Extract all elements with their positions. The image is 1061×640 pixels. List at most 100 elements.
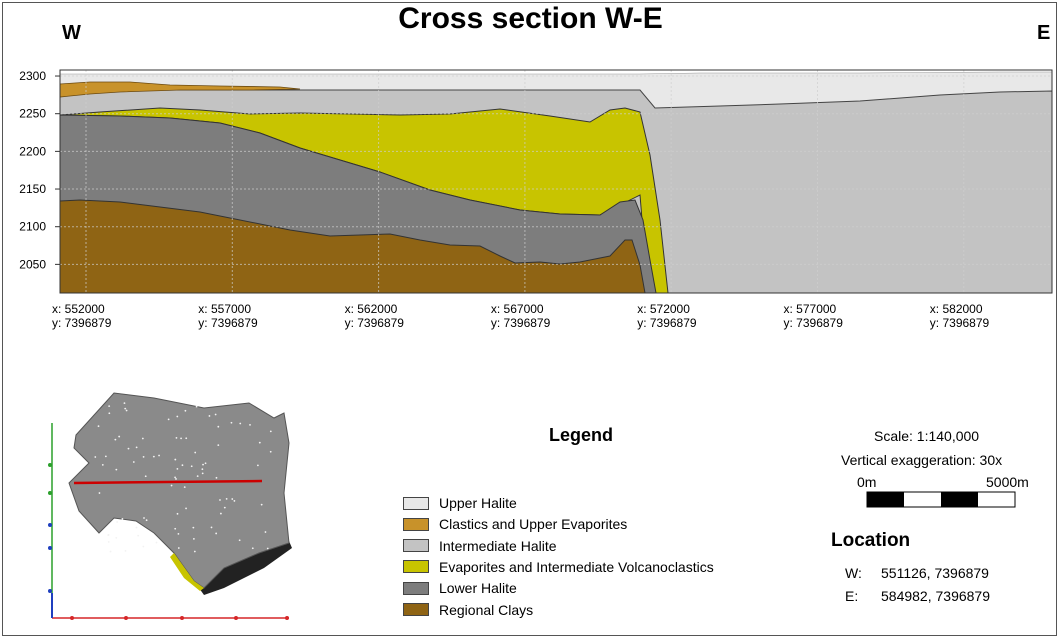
- map-speckle: [107, 534, 110, 537]
- map-speckle: [141, 437, 144, 440]
- figure-title: Cross section W-E: [398, 2, 663, 35]
- layer-clastics: [59, 81, 301, 98]
- map-speckle: [210, 526, 213, 529]
- x-tick-easting: x: 582000: [929, 302, 983, 316]
- map-speckle: [104, 455, 107, 458]
- section-line-marker: [73, 479, 263, 485]
- map-speckle: [158, 454, 160, 457]
- map-speckle: [108, 412, 111, 415]
- y-tick-label: 2150: [19, 182, 46, 196]
- map-speckle: [215, 476, 218, 479]
- map-speckle: [192, 538, 195, 540]
- x-tick-northing: y: 7396879: [344, 316, 404, 330]
- map-speckle: [152, 455, 155, 458]
- vertical-exaggeration: Vertical exaggeration: 30x: [841, 452, 1003, 468]
- map-speckle: [175, 436, 178, 439]
- map-speckle: [98, 492, 101, 494]
- location-title: Location: [831, 530, 911, 551]
- map-speckle: [176, 415, 179, 418]
- map-speckle: [177, 547, 180, 549]
- map-speckle: [145, 519, 148, 522]
- map-speckle: [249, 423, 251, 426]
- map-speckle: [185, 507, 187, 510]
- map-speckle: [201, 468, 204, 471]
- x-tick-easting: x: 572000: [637, 302, 690, 316]
- map-speckle: [217, 444, 220, 447]
- legend-swatch: [403, 496, 429, 510]
- legend-swatch: [403, 581, 429, 595]
- map-speckle: [135, 526, 138, 529]
- map-speckle: [116, 521, 119, 523]
- scale-label: Scale: 1:140,000: [874, 428, 980, 444]
- map-speckle: [155, 541, 158, 544]
- map-speckle: [108, 405, 111, 408]
- map-speckle: [174, 476, 176, 479]
- legend-label: Evaporites and Intermediate Volcanoclast…: [439, 558, 714, 575]
- map-speckle: [269, 450, 272, 453]
- map-speckle: [115, 536, 118, 539]
- map-speckle: [123, 402, 126, 405]
- map-speckle: [142, 456, 145, 458]
- legend-label: Upper Halite: [439, 495, 517, 511]
- map-speckle: [167, 418, 170, 421]
- map-speckle: [193, 550, 196, 553]
- legend-item: Clastics and Upper Evaporites: [403, 515, 627, 533]
- map-speckle: [181, 464, 184, 467]
- map-speckle: [192, 526, 195, 529]
- legend-label: Regional Clays: [439, 601, 534, 618]
- x-tick-easting: x: 577000: [783, 302, 837, 316]
- map-speckle: [219, 512, 222, 515]
- map-speckle: [264, 531, 267, 533]
- scale-start-label: 0m: [857, 474, 877, 490]
- map-speckle: [137, 534, 140, 537]
- map-speckle: [97, 425, 100, 428]
- map-speckle: [208, 415, 211, 417]
- map-speckle: [176, 467, 179, 470]
- map-speckle: [225, 497, 228, 500]
- y-tick-label: 2050: [19, 257, 46, 271]
- map-speckle: [109, 550, 112, 553]
- map-speckle: [194, 451, 197, 454]
- y-tick-label: 2100: [19, 220, 46, 234]
- map-speckle: [115, 468, 118, 471]
- scale-end-label: 5000m: [986, 474, 1029, 490]
- map-speckle: [201, 472, 204, 475]
- basin-model-surface: [68, 392, 290, 589]
- location-west-value: 551126, 7396879: [881, 565, 989, 581]
- legend-swatch: [403, 539, 429, 553]
- east-label: E: [1037, 22, 1051, 44]
- map-speckle: [257, 464, 259, 467]
- map-speckle: [176, 512, 179, 515]
- map-speckle: [269, 430, 272, 433]
- map-speckle: [195, 405, 198, 408]
- map-speckle: [202, 463, 204, 466]
- x-tick-northing: y: 7396879: [929, 316, 990, 330]
- west-label: W: [62, 22, 81, 44]
- map-speckle: [217, 425, 220, 428]
- legend-swatch: [403, 603, 429, 616]
- map-speckle: [238, 539, 241, 542]
- map-speckle: [251, 547, 254, 550]
- map-speckle: [239, 422, 242, 425]
- map-speckle: [185, 437, 188, 440]
- map-speckle: [230, 421, 233, 424]
- location-east-value: 584982, 7396879: [881, 588, 990, 604]
- x-tick-easting: x: 557000: [198, 302, 252, 316]
- map-speckle: [215, 532, 218, 535]
- legend-label: Lower Halite: [439, 580, 517, 597]
- map-speckle: [142, 545, 145, 548]
- x-tick-northing: y: 7396879: [637, 316, 697, 330]
- map-speckle: [175, 478, 177, 480]
- map-speckle: [114, 438, 117, 441]
- layer-regional-clays: [59, 199, 646, 294]
- map-speckle: [231, 498, 234, 500]
